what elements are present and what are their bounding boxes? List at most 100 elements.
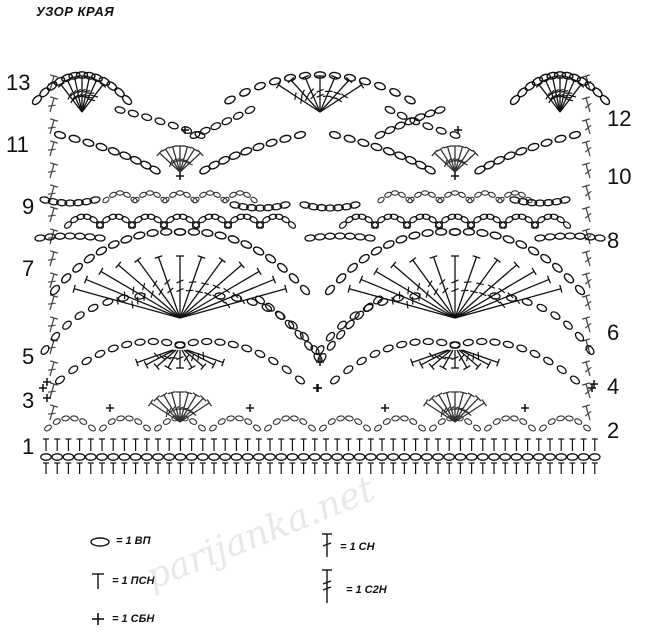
chain-stitch [173, 228, 187, 236]
stitch-bar [185, 161, 193, 166]
stitch-top [83, 275, 89, 284]
chain-stitch [265, 253, 277, 264]
chain-stitch [424, 109, 436, 118]
chain-stitch [424, 165, 436, 175]
chain-stitch [46, 81, 58, 91]
chain-stitch [454, 453, 467, 461]
chain-stitch [449, 131, 461, 139]
stitch-bar [150, 290, 154, 298]
chain-stitch [39, 196, 51, 204]
stitch-top [284, 284, 288, 293]
chain-stitch [569, 73, 581, 83]
stitch-top [50, 140, 58, 144]
chain-stitch [467, 196, 475, 204]
chain-stitch [518, 191, 526, 198]
chain-stitch [320, 453, 332, 461]
stitch-top [429, 255, 438, 259]
chain-stitch [199, 126, 211, 135]
chain-stitch [510, 453, 523, 461]
chain-stitch [294, 375, 306, 385]
chain-stitch [396, 111, 408, 120]
stitch-top [582, 206, 590, 210]
chain-stitch [187, 338, 199, 347]
chain-stitch [506, 294, 518, 302]
stitch [461, 349, 499, 364]
chain-stitch [563, 320, 573, 330]
stitch-bar [584, 300, 592, 307]
chain-stitch [353, 453, 366, 461]
legend-hdc-text: = 1 ПСН [112, 575, 155, 587]
chain-stitch [277, 262, 288, 273]
stitch-top [582, 96, 590, 100]
stitch-bar [584, 124, 592, 131]
chain-stitch [235, 190, 245, 196]
chain-stitch [536, 303, 548, 313]
chain-stitch [382, 418, 391, 425]
stitch [438, 394, 456, 423]
stitch-bar [67, 92, 73, 100]
chain-stitch [501, 415, 510, 422]
stitch-bar [310, 93, 317, 100]
chain-stitch [540, 138, 553, 147]
stitch-bar [75, 93, 83, 99]
fan-stitches [47, 74, 592, 423]
chain-stitch [146, 213, 156, 220]
chain-stitch [264, 453, 276, 461]
stitch-bar [316, 88, 324, 93]
chain-stitch [308, 453, 321, 461]
chain-stitch [52, 418, 61, 425]
stitch-top [331, 74, 339, 80]
chain-stitch [347, 262, 358, 273]
stitch-bar [584, 322, 592, 329]
chain-stitch [255, 221, 265, 229]
chain-stitch [484, 424, 492, 432]
chain-stitch [577, 453, 590, 461]
chain-stitch [265, 138, 278, 147]
stitch [454, 146, 464, 173]
stitch [454, 270, 535, 319]
chain-stitch [154, 117, 166, 126]
chain-stitch [114, 87, 125, 98]
chain-stitch [145, 190, 155, 196]
stitch [179, 288, 287, 319]
chain-stitch [453, 213, 463, 220]
sc-icon [92, 613, 104, 625]
stitch [179, 148, 195, 173]
chain-stitch [134, 292, 146, 300]
chain-stitch [313, 71, 327, 79]
stitch [49, 141, 55, 157]
chain-stitch [407, 196, 415, 204]
stitch-top [535, 81, 543, 88]
chain-stitch [421, 213, 431, 220]
chain-stitch [480, 190, 490, 196]
chain-stitch [565, 415, 574, 422]
chain-stitch [199, 191, 207, 198]
stitch [585, 141, 591, 157]
chain-stitch [462, 227, 476, 236]
chain-stitch [304, 340, 314, 351]
stitch-bar [190, 353, 195, 362]
stitch [432, 256, 456, 319]
stitch [179, 278, 275, 319]
stitch-bar [584, 102, 592, 109]
chain-stitch [349, 311, 360, 320]
stitch-bar [447, 405, 455, 412]
chain-stitch [343, 365, 354, 375]
chain-stitch [72, 199, 84, 207]
chain-stitch [218, 155, 230, 165]
chain-stitch [76, 213, 86, 220]
chain-stitch [414, 113, 426, 122]
chain-stitch [576, 76, 589, 86]
chain-stitch [160, 227, 173, 236]
chain-stitch [286, 453, 299, 461]
stitch-top [190, 146, 199, 152]
chain-stitch [492, 418, 501, 425]
chain-stitch [299, 284, 311, 296]
chain-stitch [599, 94, 611, 106]
stitch [420, 349, 450, 366]
chain-stitch [163, 453, 176, 461]
stitch [458, 349, 479, 368]
stitch [167, 349, 179, 368]
stitch [454, 278, 550, 319]
chain-stitch [283, 73, 297, 82]
